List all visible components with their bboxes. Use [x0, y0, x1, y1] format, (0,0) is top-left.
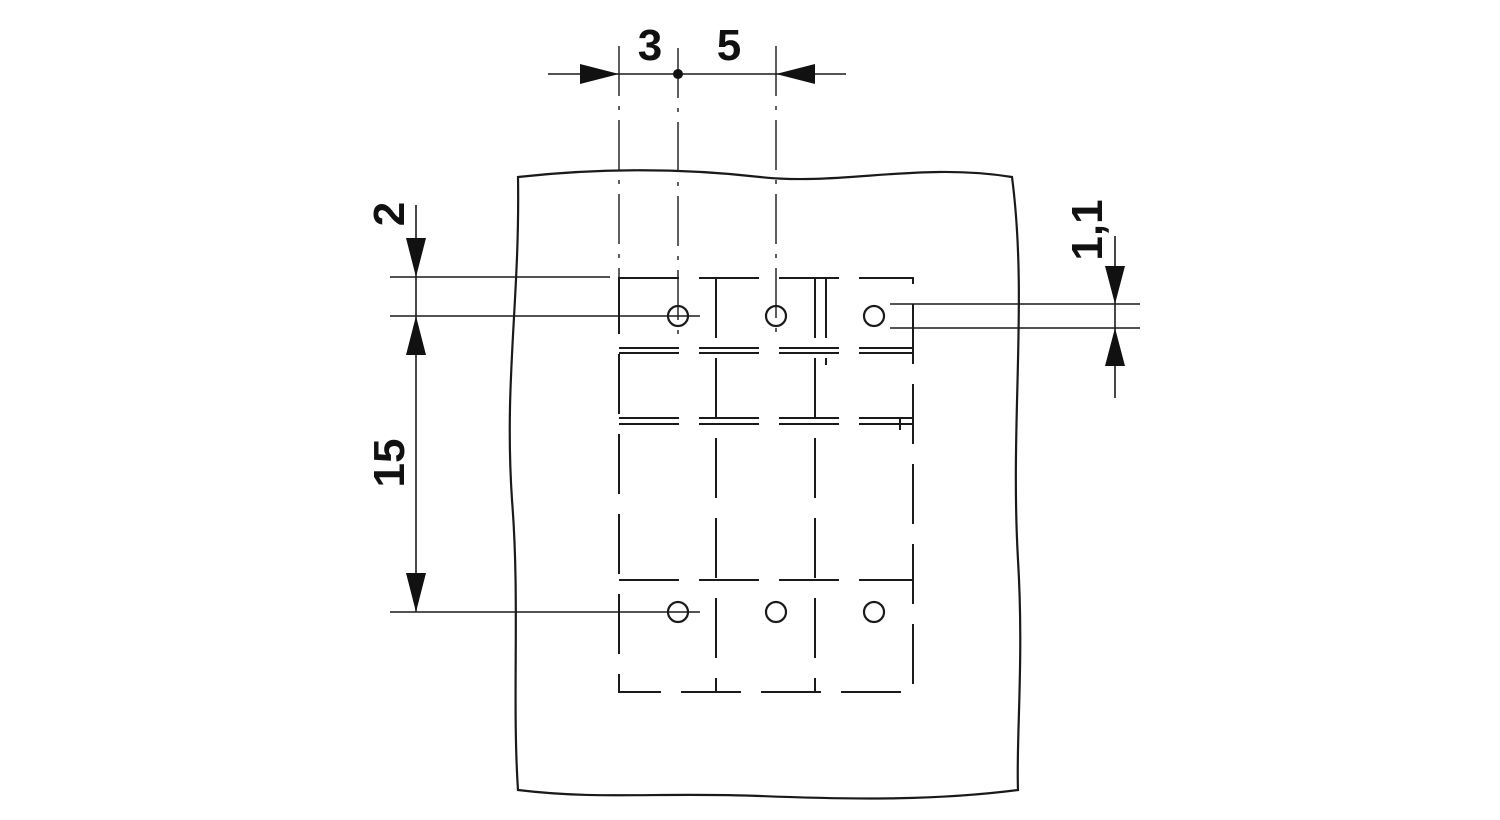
dimension-label-2: 2 [365, 202, 414, 226]
connector-footprint [618, 277, 914, 693]
top-dimension: 3 5 [548, 21, 846, 84]
hole-row-bottom [666, 600, 886, 624]
hole-diameter-dimension: 1,1 [890, 199, 1140, 398]
dimension-label-15: 15 [365, 439, 414, 488]
dimension-label-5: 5 [717, 21, 741, 70]
hole [862, 600, 886, 624]
hole [862, 304, 886, 328]
board-outline [508, 169, 1022, 800]
center-lines [390, 46, 777, 613]
dimension-label-1-1: 1,1 [1063, 199, 1112, 260]
hole [764, 600, 788, 624]
left-dimension: 2 15 [365, 202, 426, 612]
dimension-label-3: 3 [638, 21, 662, 70]
